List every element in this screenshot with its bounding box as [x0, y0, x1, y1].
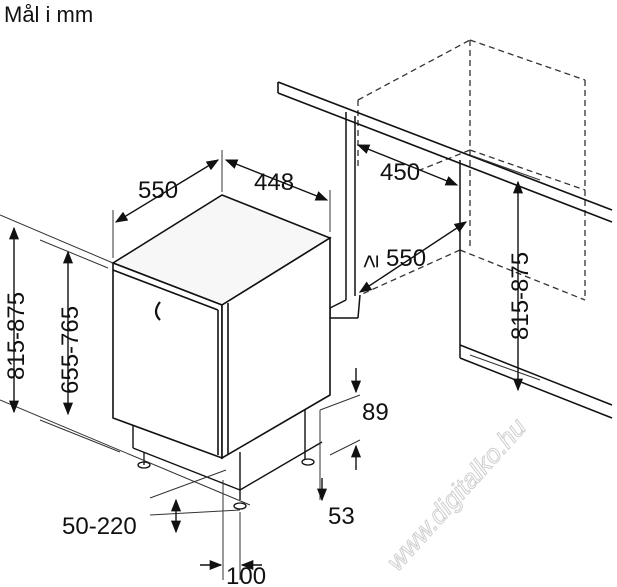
- cabinet-side-panel: [329, 112, 613, 419]
- watermark-logo: www.digitalko.hu: [380, 412, 532, 576]
- dishwasher-feet: [137, 452, 315, 510]
- dim-label-100: 100: [226, 563, 266, 587]
- dim-label-height-right: 815-875: [507, 252, 534, 340]
- dim-label-depth: 448: [254, 169, 294, 196]
- dim-label-door-height: 655-765: [57, 306, 84, 394]
- dim-label-niche-min-symbol: ≥: [357, 255, 384, 268]
- dim-label-niche-depth: 450: [380, 159, 420, 186]
- dim-label-89: 89: [362, 399, 389, 426]
- units-title: Mål i mm: [4, 2, 93, 27]
- dimension-arrows: [8, 144, 524, 571]
- dishwasher-base: [132, 410, 323, 500]
- dim-label-foot-range: 50-220: [62, 513, 137, 540]
- countertop: [277, 81, 613, 223]
- dim-label-height-left: 815-875: [3, 292, 30, 380]
- dim-label-niche-width: 550: [386, 245, 426, 272]
- dim-label-53: 53: [328, 503, 355, 530]
- dim-label-width: 550: [138, 177, 178, 204]
- dishwasher-body: [111, 194, 332, 460]
- extension-lines: [0, 150, 541, 580]
